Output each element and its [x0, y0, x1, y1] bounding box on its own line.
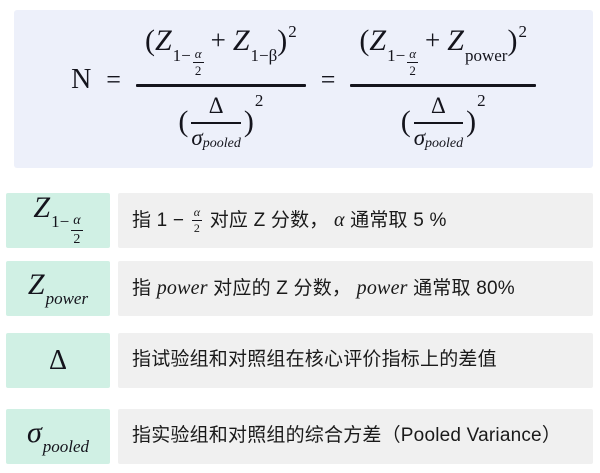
open-paren: (	[359, 24, 370, 58]
desc-box-delta: 指试验组和对照组在核心评价指标上的差值	[118, 333, 593, 388]
plus-sign: +	[210, 25, 226, 56]
description-text: 指 power 对应的 Z 分数， power 通常取 80%	[132, 276, 515, 301]
equals-sign: =	[320, 64, 336, 94]
z-variable: Z	[33, 191, 51, 225]
pooled-subscript: pooled	[202, 135, 241, 151]
desc-mid: 对应 Z 分数，	[209, 209, 329, 231]
close-paren: )	[466, 105, 477, 139]
z-variable: Z	[447, 24, 464, 58]
alpha-symbol: α	[191, 204, 203, 221]
alpha-symbol: α	[407, 46, 419, 64]
description-text: 指实验组和对照组的综合方差（Pooled Variance）	[132, 425, 562, 447]
subscript-prefix: 1−	[387, 46, 406, 66]
delta-symbol: Δ	[191, 93, 241, 124]
alpha-symbol: α	[71, 213, 83, 231]
denominator-2: 2	[409, 63, 416, 79]
legend-row-delta: Δ 指试验组和对照组在核心评价指标上的差值	[6, 333, 593, 388]
close-paren: )	[243, 105, 254, 139]
plus-sign: +	[425, 25, 441, 56]
desc-prefix: 指 1 −	[132, 209, 185, 231]
desc-mid: 对应的 Z 分数，	[213, 278, 352, 300]
denominator-2: 2	[73, 231, 81, 247]
alpha-symbol: α	[192, 46, 204, 64]
z-subscript-1-beta: 1−β	[250, 46, 278, 66]
z-variable: Z	[232, 24, 250, 58]
pooled-subscript: pooled	[425, 135, 464, 151]
description-text: 指试验组和对照组在核心评价指标上的差值	[132, 349, 497, 371]
desc-box-z-power: 指 power 对应的 Z 分数， power 通常取 80%	[118, 261, 593, 316]
squared-exponent: 2	[518, 22, 527, 42]
squared-exponent: 2	[288, 22, 297, 42]
pooled-subscript: pooled	[42, 437, 90, 456]
open-paren: (	[400, 105, 411, 139]
z-variable: Z	[154, 24, 172, 58]
subscript-prefix: 1−	[172, 46, 191, 66]
sigma-symbol: σ	[413, 124, 426, 150]
denominator-2: 2	[194, 63, 202, 79]
close-paren: )	[507, 24, 518, 58]
fraction-bar	[350, 84, 536, 88]
power-subscript: power	[45, 289, 89, 308]
fraction-bar	[135, 84, 306, 88]
delta-symbol: Δ	[413, 93, 464, 124]
equals-sign: =	[106, 64, 121, 94]
denominator-2: 2	[193, 220, 201, 235]
symbol-box-delta: Δ	[6, 333, 110, 388]
z-variable: Z	[27, 268, 45, 301]
sigma-symbol: σ	[191, 124, 203, 150]
close-paren: )	[277, 24, 288, 58]
desc-box-sigma-pooled: 指实验组和对照组的综合方差（Pooled Variance）	[118, 409, 593, 464]
delta-symbol: Δ	[48, 344, 67, 376]
desc-suffix: 通常取 5 %	[350, 209, 447, 231]
open-paren: (	[178, 105, 189, 139]
z-subscript-power: power	[464, 46, 508, 66]
open-paren: (	[144, 24, 155, 58]
squared-exponent: 2	[477, 91, 486, 111]
sigma-symbol: σ	[26, 416, 42, 449]
desc-prefix: 指	[132, 278, 152, 300]
desc-suffix: 通常取 80%	[413, 278, 515, 300]
subscript-prefix: 1−	[51, 212, 70, 232]
power-word: power	[356, 277, 408, 300]
formula-lhs-N: N	[71, 63, 92, 95]
power-word: power	[156, 277, 208, 300]
squared-exponent: 2	[254, 91, 264, 111]
z-variable: Z	[369, 24, 387, 58]
alpha-symbol: α	[333, 208, 345, 231]
